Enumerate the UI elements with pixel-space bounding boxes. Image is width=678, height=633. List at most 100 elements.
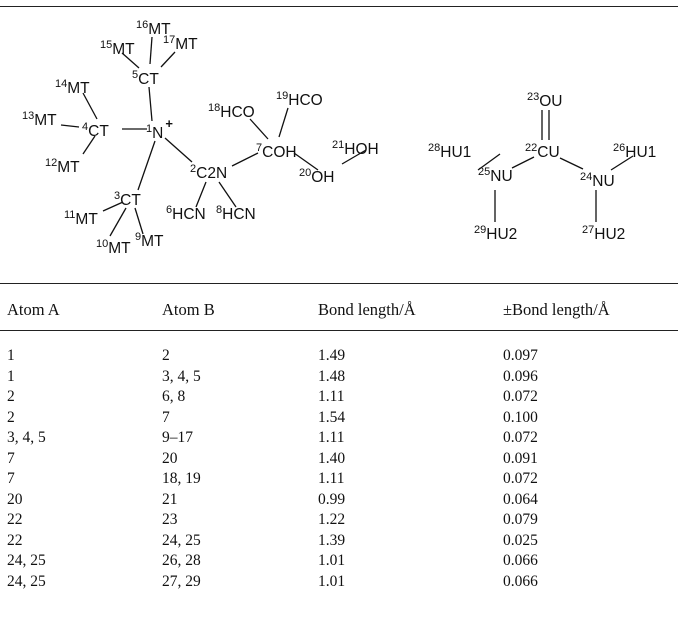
atom-index: 8 <box>216 204 222 216</box>
atom-type: MT <box>148 21 171 38</box>
atom-label-h11: 11MT <box>64 209 98 228</box>
bond-24-26 <box>610 155 634 171</box>
bond-22-24 <box>559 157 584 170</box>
atom-type: NU <box>490 168 512 185</box>
atom-index: 6 <box>166 204 172 216</box>
atom-label-c3: 3CT <box>114 190 141 209</box>
cell-atom-b: 18, 19 <box>162 470 201 487</box>
atom-label-h9: 9MT <box>135 231 164 250</box>
bond-22-25 <box>511 156 535 169</box>
cell-atom-b: 2 <box>162 347 170 364</box>
cell-atom-a: 24, 25 <box>7 552 46 569</box>
atom-label-n25: 25NU <box>478 166 513 185</box>
atom-label-h12: 12MT <box>45 157 80 176</box>
cell-atom-a: 20 <box>7 490 23 508</box>
cell-atom-b: 6, 8 <box>162 388 186 405</box>
atom-type: MT <box>57 159 80 176</box>
atom-label-h19: 19HCO <box>276 90 323 109</box>
cell-atom-a: 22 <box>7 511 23 528</box>
atom-type: COH <box>262 144 296 161</box>
cell-bond-length-error: 0.097 <box>503 347 538 364</box>
atom-label-h14: 14MT <box>55 78 90 97</box>
atom-label-h8: 8HCN <box>216 204 256 223</box>
atom-type: HCN <box>222 206 256 223</box>
cell-atom-a: 7 <box>7 449 15 467</box>
cell-bond-length-error: 0.091 <box>503 449 538 467</box>
atom-type: HCO <box>288 92 322 109</box>
atom-type: HU2 <box>486 226 517 243</box>
atom-type: HU1 <box>625 144 656 161</box>
cell-atom-b: 9–17 <box>162 429 193 446</box>
atom-type: MT <box>175 36 198 53</box>
atom-type: HCN <box>172 206 206 223</box>
atom-index: 25 <box>478 166 490 178</box>
atom-index: 15 <box>100 39 112 51</box>
bond-1-2 <box>164 137 193 163</box>
cell-atom-b: 20 <box>162 449 178 467</box>
atom-label-h15: 15MT <box>100 39 135 58</box>
atom-label-h17: 17MT <box>163 34 198 53</box>
atom-index: 29 <box>474 224 486 236</box>
cell-bond-length-error: 0.066 <box>503 552 538 569</box>
column-header-bond-length-error: ±Bond length/Å <box>503 300 610 319</box>
cell-bond-length-error: 0.072 <box>503 470 538 487</box>
column-header-atom-b: Atom B <box>162 300 215 319</box>
cell-bond-length: 1.48 <box>318 367 346 385</box>
bond-2-6 <box>195 181 207 208</box>
bond-2-7 <box>231 152 259 167</box>
atom-index: 2 <box>190 163 196 175</box>
atom-index: 24 <box>580 171 592 183</box>
atom-label-c22: 22CU <box>525 142 560 161</box>
atom-type: MT <box>67 80 90 97</box>
cell-bond-length-error: 0.079 <box>503 511 538 528</box>
cell-bond-length-error: 0.072 <box>503 388 538 405</box>
bond-4-14 <box>82 92 98 120</box>
table-header-rule <box>0 330 678 331</box>
bond-5-16 <box>149 36 153 65</box>
bond-3-10 <box>109 207 127 237</box>
column-header-atom-a: Atom A <box>7 300 60 319</box>
cell-bond-length: 1.54 <box>318 408 346 426</box>
atom-index: 23 <box>527 91 539 103</box>
atom-label-c5: 5CT <box>132 69 159 88</box>
cell-atom-b: 21 <box>162 490 178 508</box>
bond-7-18 <box>249 118 269 140</box>
atom-type: HOH <box>344 141 378 158</box>
bond-3-9 <box>134 207 144 235</box>
cell-atom-a: 3, 4, 5 <box>7 429 46 446</box>
atom-index: 28 <box>428 142 440 154</box>
atom-label-h10: 10MT <box>96 238 131 257</box>
bond-20-21 <box>341 149 367 165</box>
atom-type: MT <box>75 211 98 228</box>
atom-type: N <box>152 125 163 142</box>
atom-type: OH <box>311 169 334 186</box>
atom-type: CU <box>537 144 559 161</box>
atom-index: 18 <box>208 102 220 114</box>
atom-type: MT <box>34 112 57 129</box>
atom-label-h16: 16MT <box>136 19 171 38</box>
bond-25-28 <box>477 153 501 171</box>
cell-bond-length: 1.39 <box>318 531 346 549</box>
atom-type: C2N <box>196 165 227 182</box>
bond-7-19 <box>278 107 289 138</box>
bond-1-3 <box>137 140 156 191</box>
table-top-rule <box>0 283 678 284</box>
column-header-bond-length: Bond length/Å <box>318 300 416 319</box>
bond-7-20 <box>293 152 319 171</box>
atom-label-h6: 6HCN <box>166 204 206 223</box>
atom-label-c7: 7COH <box>256 142 297 161</box>
atom-type: CT <box>138 71 159 88</box>
atom-type: HCO <box>220 104 254 121</box>
atom-index: 19 <box>276 90 288 102</box>
atom-label-h28: 28HU1 <box>428 142 471 161</box>
bond-5-15 <box>121 52 140 69</box>
